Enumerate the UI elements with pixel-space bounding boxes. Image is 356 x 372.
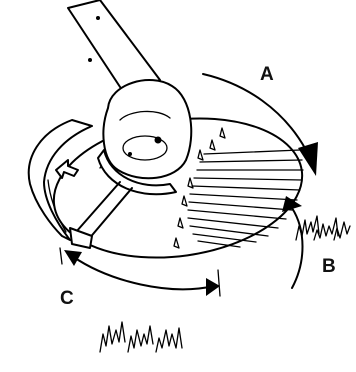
grass-right [296, 216, 350, 240]
grass-bottom [100, 322, 182, 352]
label-c: C [60, 288, 74, 309]
label-b: B [322, 256, 336, 277]
arrow-b [282, 196, 303, 288]
label-a: A [260, 64, 274, 85]
